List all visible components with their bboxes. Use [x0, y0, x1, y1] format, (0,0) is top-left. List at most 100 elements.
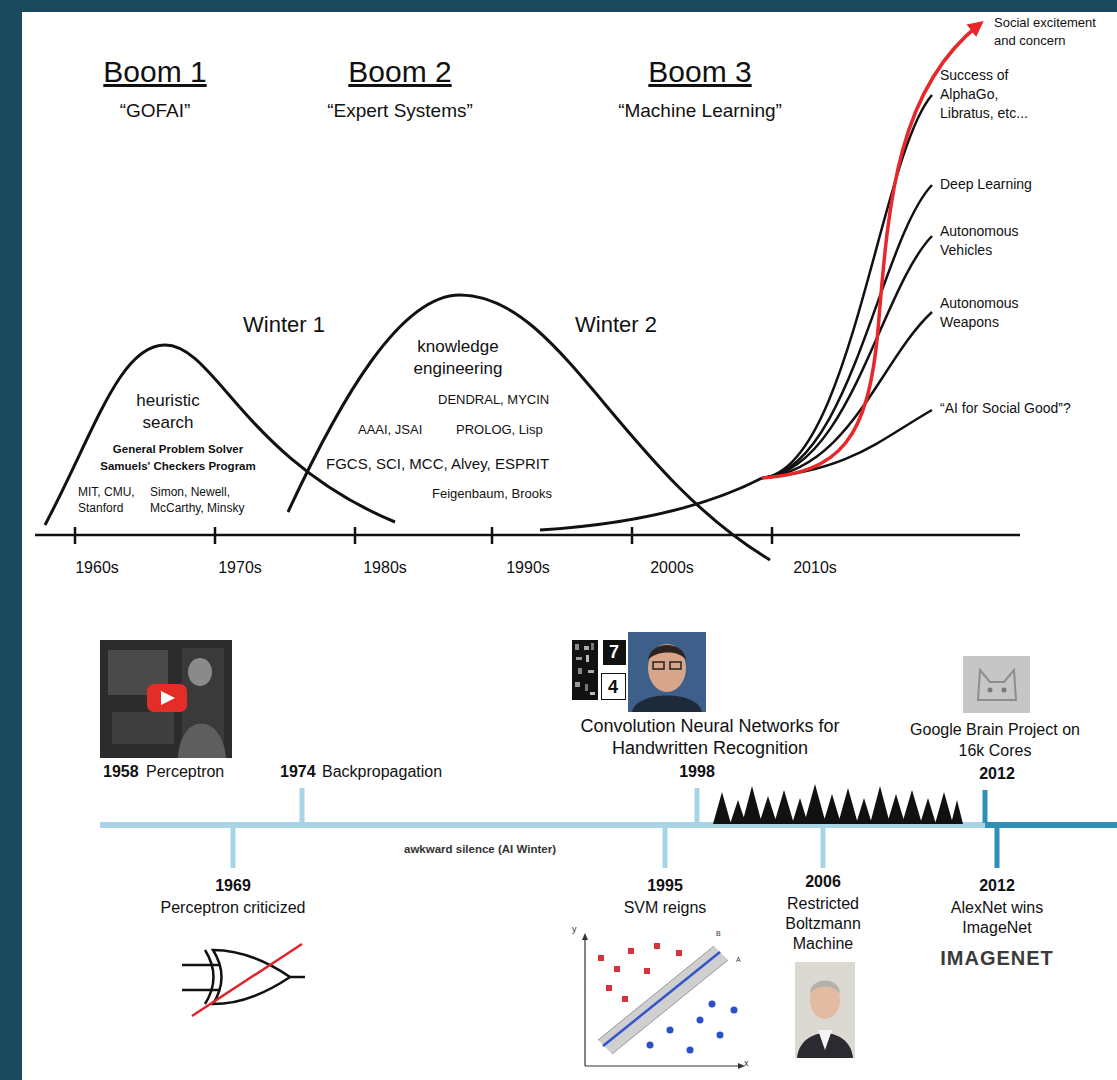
researcher-photo [818, 1030, 832, 1050]
svm-plot [603, 952, 720, 1046]
milestone-text: SVM reigns [585, 898, 745, 917]
mnist-collage [584, 646, 589, 650]
winter-label: Winter 1 [243, 312, 363, 338]
digit-glyph: 7 [603, 640, 626, 665]
svm-plot [598, 946, 728, 1054]
milestone-year: 2006 [793, 872, 853, 891]
cat-image [988, 688, 993, 693]
researcher-photo [653, 662, 664, 669]
svm-plot [598, 946, 728, 1054]
era-item: FGCS, SCI, MCC, Alvey, ESPRIT [326, 455, 549, 473]
winter-label: Winter 2 [575, 312, 695, 338]
svm-plot [667, 1027, 674, 1034]
researcher-photo [648, 644, 686, 692]
era-item: Feigenbaum, Brooks [432, 486, 552, 502]
researcher-photo [632, 696, 702, 713]
milestone-year: 2012 [967, 764, 1027, 783]
trend-label: Social excitement and concern [994, 14, 1112, 49]
era-item: Samuels' Checkers Program [78, 460, 278, 474]
video-thumbnail [178, 724, 226, 759]
era-item: MIT, CMU, Stanford [78, 485, 144, 516]
trend-label: Deep Learning [940, 176, 1090, 193]
milestone-year: 1974 [280, 762, 316, 781]
xor-gate-symbol [192, 944, 302, 1016]
trend-line [762, 95, 932, 478]
svm-plot [644, 968, 650, 974]
era-subtitle: “Machine Learning” [575, 100, 825, 123]
boom-curve [45, 345, 395, 525]
time-axis [35, 534, 1020, 537]
svm-plot [598, 955, 604, 961]
milestone-year: 1995 [635, 876, 695, 895]
timeline [100, 788, 1117, 868]
video-thumbnail [100, 640, 232, 758]
svm-plot [654, 943, 660, 949]
svm-plot [717, 1032, 724, 1039]
svm-plot [676, 950, 682, 956]
researcher-photo [648, 645, 686, 660]
era-topic: knowledge engineering [402, 336, 514, 380]
mnist-collage [572, 640, 598, 700]
era-item: AAAI, JSAI [358, 422, 422, 438]
milestone-text: Convolution Neural Networks for Handwrit… [550, 716, 870, 759]
digit-glyph: 4 [601, 673, 626, 700]
cat-image [1002, 688, 1007, 693]
timeline [985, 790, 997, 868]
svm-plot [614, 966, 620, 972]
trend-line [762, 312, 932, 478]
era-heading: Boom 1 [80, 54, 230, 90]
plot-axis-label: y [572, 924, 577, 935]
researcher-photo [810, 981, 840, 995]
video-thumbnail [147, 684, 187, 712]
era-item: PROLOG, Lisp [456, 422, 543, 438]
axis-tick-label: 1970s [205, 558, 275, 577]
researcher-photo [670, 662, 681, 669]
forest-silhouette [713, 784, 963, 824]
svm-plot [582, 933, 745, 1069]
slide-panel [22, 12, 1117, 1080]
mnist-collage [572, 640, 598, 700]
xor-gate-symbol [290, 976, 305, 979]
xor-gate-symbol [182, 944, 305, 1016]
trend-line [762, 410, 932, 478]
researcher-photo [795, 962, 855, 1058]
time-axis [35, 527, 1020, 544]
mnist-collage [590, 692, 595, 695]
timeline [985, 822, 1117, 828]
axis-tick-label: 2010s [780, 558, 850, 577]
time-axis [75, 527, 772, 544]
video-thumbnail [100, 640, 232, 758]
svm-plot [606, 985, 612, 991]
svm-plot [628, 948, 634, 954]
era-item: DENDRAL, MYCIN [438, 392, 549, 408]
plot-axis-label: x [744, 1058, 749, 1069]
era-subtitle: “Expert Systems” [285, 100, 515, 123]
researcher-photo [810, 981, 840, 1019]
video-thumbnail [188, 658, 212, 686]
milestone-year: 2012 [967, 876, 1027, 895]
milestone-year: 1998 [667, 762, 727, 781]
svm-plot [585, 938, 740, 1066]
era-item: Simon, Newell, McCarthy, Minsky [150, 485, 258, 516]
svm-plot [647, 1042, 654, 1049]
svm-plot [622, 996, 628, 1002]
era-topic: heuristic search [121, 390, 216, 434]
trend-line [762, 185, 932, 478]
video-thumbnail [161, 691, 175, 705]
era-subtitle: “GOFAI” [70, 100, 240, 123]
svm-plot [709, 1001, 716, 1008]
mnist-collage [576, 657, 582, 660]
trend-line [762, 95, 932, 478]
era-heading: Boom 3 [625, 54, 775, 90]
milestone-text: Backpropagation [322, 762, 442, 781]
cat-image [978, 670, 1016, 700]
era-heading: Boom 2 [325, 54, 475, 90]
milestone-text: Perceptron criticized [133, 898, 333, 917]
milestone-text: AlexNet wins ImageNet [932, 898, 1062, 938]
milestone-text: Perceptron [146, 762, 224, 781]
mnist-collage [591, 643, 594, 650]
plot-line-label: A [736, 956, 741, 964]
axis-tick-label: 1990s [493, 558, 563, 577]
